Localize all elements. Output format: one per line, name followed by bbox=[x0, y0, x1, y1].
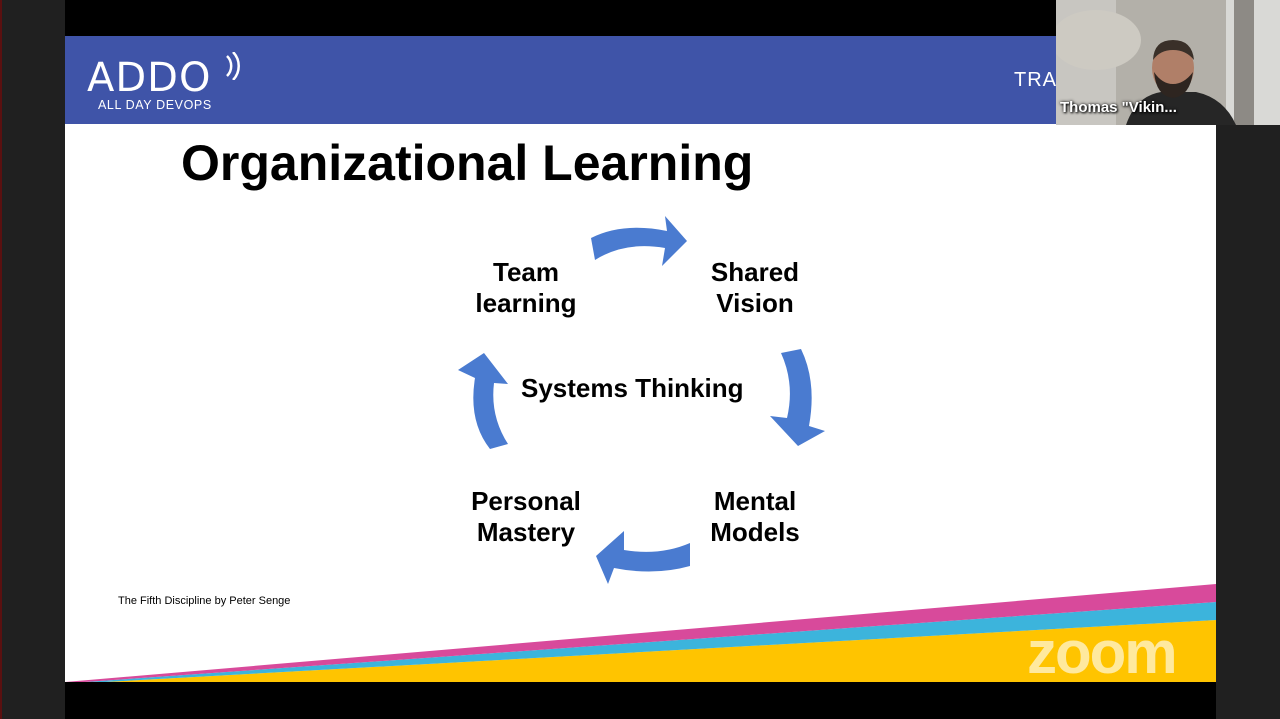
node-line: learning bbox=[475, 288, 577, 318]
zoom-watermark: zoom bbox=[1027, 619, 1178, 686]
logo-sub-text: ALL DAY DEVOPS bbox=[98, 98, 212, 112]
cycle-node-team-learning: Team learning bbox=[447, 257, 605, 319]
cycle-node-personal-mastery: Personal Mastery bbox=[447, 486, 605, 548]
cycle-node-shared-vision: Shared Vision bbox=[683, 257, 827, 319]
cycle-arrow-left bbox=[458, 353, 508, 449]
logo-main-text: ADDO bbox=[87, 55, 212, 101]
node-line: Personal bbox=[471, 486, 581, 516]
shared-slide: ADDO ALL DAY DEVOPS TRAC Organizational … bbox=[65, 36, 1216, 682]
slide-title: Organizational Learning bbox=[181, 135, 754, 191]
node-line: Shared bbox=[710, 257, 800, 287]
node-line: Team bbox=[493, 257, 559, 287]
cycle-arrow-top bbox=[591, 216, 687, 266]
cycle-node-mental-models: Mental Models bbox=[683, 486, 827, 548]
participant-video-tile[interactable]: Thomas "Vikin... bbox=[1056, 0, 1280, 125]
left-gutter bbox=[0, 0, 65, 719]
node-line: Vision bbox=[716, 288, 794, 318]
participant-name: Thomas "Vikin... bbox=[1060, 99, 1177, 116]
addo-logo: ADDO ALL DAY DEVOPS bbox=[87, 52, 240, 112]
cycle-arrow-right bbox=[770, 349, 825, 446]
slide-footnote: The Fifth Discipline by Peter Senge bbox=[118, 595, 291, 607]
node-line: Mastery bbox=[476, 517, 576, 547]
cycle-arrow-bottom bbox=[596, 531, 690, 584]
cycle-center-systems-thinking: Systems Thinking bbox=[521, 373, 744, 403]
broadcast-icon bbox=[226, 52, 240, 80]
slide-decorative-stripes bbox=[65, 584, 1216, 682]
node-line: Mental bbox=[713, 486, 797, 516]
gutter-edge bbox=[0, 0, 2, 719]
node-line: Models bbox=[710, 517, 800, 547]
participant-video bbox=[1056, 0, 1280, 125]
right-gutter bbox=[1216, 125, 1280, 719]
